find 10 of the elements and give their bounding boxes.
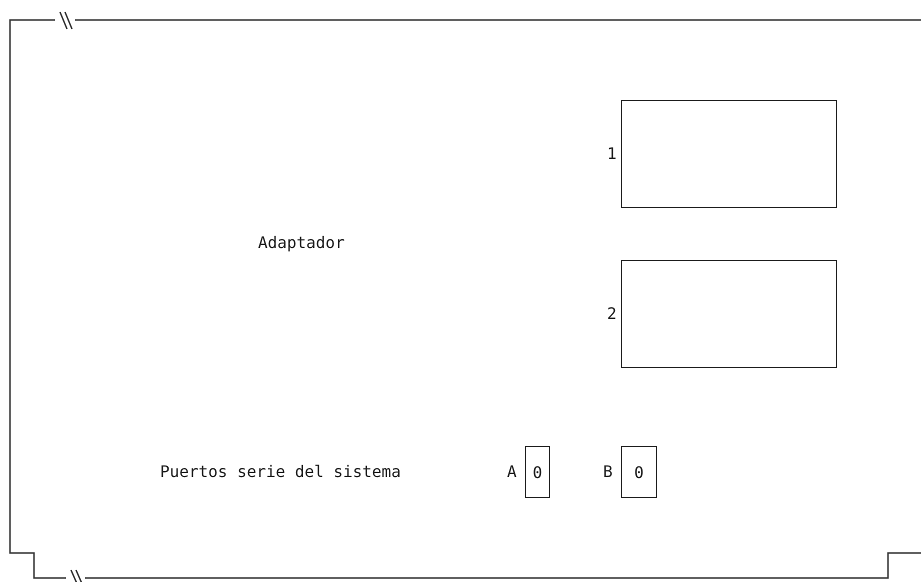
slot-number: 2 [607,305,617,323]
slot-box [621,100,837,208]
slot-number: 1 [607,145,617,163]
slot-box [621,260,837,368]
serial-port-box: 0 [525,446,550,498]
serial-port-box: 0 [621,446,657,498]
card-title: Adaptador [258,234,345,252]
port-letter: B [603,463,613,481]
port-letter: A [507,463,517,481]
ports-label: Puertos serie del sistema [160,463,401,481]
